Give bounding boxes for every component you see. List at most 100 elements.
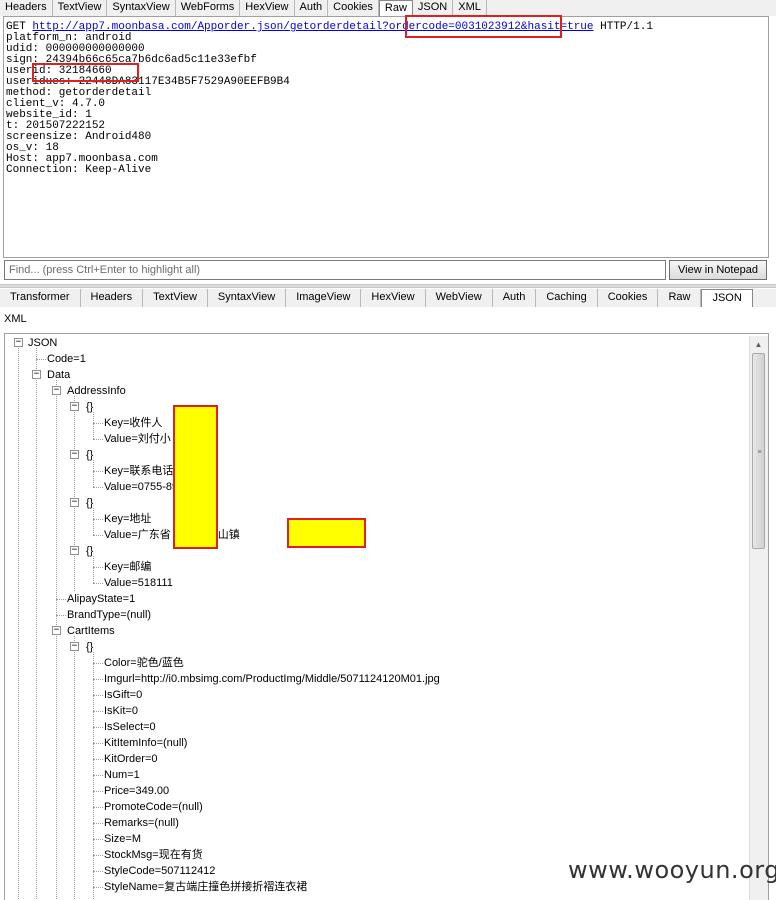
scroll-thumb[interactable]: ≡ bbox=[752, 353, 765, 549]
tree-guide-line bbox=[93, 471, 103, 472]
tree-guide-line bbox=[93, 855, 103, 856]
tree-guide-line bbox=[93, 519, 103, 520]
tree-node-value[interactable]: Value=刘付小 bbox=[104, 433, 171, 445]
tree-node-object[interactable]: {} bbox=[86, 545, 94, 557]
tree-guide-line bbox=[93, 412, 94, 439]
request-tab-headers[interactable]: Headers bbox=[0, 0, 53, 16]
collapse-icon[interactable]: − bbox=[70, 401, 79, 411]
tree-node-cart-field[interactable]: StyleName=复古端庄撞色拼接折褶连衣裙 bbox=[104, 881, 308, 893]
highlight-userid-box bbox=[32, 63, 139, 82]
tree-guide-line bbox=[93, 823, 103, 824]
find-input[interactable]: Find... (press Ctrl+Enter to highlight a… bbox=[4, 260, 666, 280]
collapse-icon[interactable]: − bbox=[70, 545, 79, 555]
tree-guide-line bbox=[93, 487, 103, 488]
request-header-line: method: getorderdetail bbox=[6, 87, 152, 99]
request-tab-json[interactable]: JSON bbox=[413, 0, 454, 16]
tree-guide-line bbox=[93, 556, 94, 583]
tree-guide-line bbox=[93, 663, 103, 664]
tree-node-cart-field[interactable]: KitItemInfo=(null) bbox=[104, 737, 188, 749]
tree-node-address-info[interactable]: AddressInfo bbox=[67, 385, 126, 397]
tree-node-cart-field[interactable]: Imgurl=http://i0.mbsimg.com/ProductImg/M… bbox=[104, 673, 440, 685]
highlight-ordercode-box bbox=[405, 15, 562, 38]
response-tab-auth[interactable]: Auth bbox=[493, 289, 537, 307]
tree-node-code[interactable]: Code=1 bbox=[47, 353, 86, 365]
tree-node-cart-field[interactable]: PromoteCode=(null) bbox=[104, 801, 203, 813]
tree-node-brand-type[interactable]: BrandType=(null) bbox=[67, 609, 152, 621]
collapse-icon[interactable]: − bbox=[70, 641, 79, 651]
tree-node-value[interactable]: Value=0755-89 bbox=[104, 481, 179, 493]
request-tab-cookies[interactable]: Cookies bbox=[328, 0, 379, 16]
collapse-icon[interactable]: − bbox=[14, 337, 23, 347]
request-tab-webforms[interactable]: WebForms bbox=[176, 0, 241, 16]
request-header-line: client_v: 4.7.0 bbox=[6, 98, 106, 110]
tree-guide-line bbox=[93, 871, 103, 872]
tree-guide-line bbox=[93, 775, 103, 776]
raw-request-pane[interactable]: GET http://app7.moonbasa.com/Apporder.js… bbox=[3, 15, 769, 258]
tree-node-cart-field[interactable]: IsGift=0 bbox=[104, 689, 143, 701]
request-url-link[interactable]: http://app7.moonbasa.com/Apporder.json/g… bbox=[32, 21, 594, 33]
tree-node-object[interactable]: {} bbox=[86, 641, 94, 653]
tree-node-cart-field[interactable]: IsSelect=0 bbox=[104, 721, 156, 733]
tree-node-cart-field[interactable]: StockMsg=现在有货 bbox=[104, 849, 203, 861]
tree-node-cart-field[interactable]: StyleCode=507112412 bbox=[104, 865, 216, 877]
tree-node-object[interactable]: {} bbox=[86, 401, 94, 413]
tree-node-cart-field[interactable]: Price=349.00 bbox=[104, 785, 170, 797]
request-tab-xml[interactable]: XML bbox=[453, 0, 487, 16]
tree-node-key[interactable]: Key=邮编 bbox=[104, 561, 152, 573]
tree-node-cart-field[interactable]: Remarks=(null) bbox=[104, 817, 179, 829]
request-tab-auth[interactable]: Auth bbox=[295, 0, 329, 16]
request-header-lines: platform_n: android udid: 00000000000000… bbox=[6, 32, 290, 176]
tree-node-value[interactable]: Value=518111 bbox=[104, 577, 173, 589]
response-tab-caching[interactable]: Caching bbox=[536, 289, 598, 307]
tree-vertical-scrollbar[interactable]: ▲ ≡ bbox=[749, 336, 768, 900]
response-tab-cookies[interactable]: Cookies bbox=[598, 289, 659, 307]
tree-node-data[interactable]: Data bbox=[47, 369, 71, 381]
response-tab-headers[interactable]: Headers bbox=[81, 289, 144, 307]
tree-node-json[interactable]: JSON bbox=[28, 337, 58, 349]
scroll-grip-icon: ≡ bbox=[757, 449, 762, 456]
request-method: GET bbox=[6, 21, 26, 33]
response-tab-raw[interactable]: Raw bbox=[658, 289, 702, 307]
tree-node-cart-field[interactable]: Size=M bbox=[104, 833, 141, 845]
tree-guide-line bbox=[93, 679, 103, 680]
scroll-up-arrow-icon[interactable]: ▲ bbox=[754, 340, 763, 349]
tree-node-key[interactable]: Key=联系电话 bbox=[104, 465, 174, 477]
request-tab-textview[interactable]: TextView bbox=[53, 0, 108, 16]
response-tab-syntaxview[interactable]: SyntaxView bbox=[208, 289, 287, 307]
tab-xml[interactable]: XML bbox=[4, 313, 27, 325]
tree-node-key[interactable]: Key=收件人 bbox=[104, 417, 163, 429]
tree-node-cart-field[interactable]: Num=1 bbox=[104, 769, 140, 781]
tree-node-object[interactable]: {} bbox=[86, 497, 94, 509]
collapse-icon[interactable]: − bbox=[70, 449, 79, 459]
request-header-line: t: 201507222152 bbox=[6, 120, 106, 132]
response-tab-json[interactable]: JSON bbox=[701, 289, 753, 307]
request-tab-hexview[interactable]: HexView bbox=[240, 0, 295, 16]
collapse-icon[interactable]: − bbox=[52, 385, 61, 395]
request-tab-raw[interactable]: Raw bbox=[378, 0, 413, 16]
tree-node-cart-field[interactable]: KitOrder=0 bbox=[104, 753, 158, 765]
response-tab-transformer[interactable]: Transformer bbox=[0, 289, 81, 307]
view-in-notepad-button[interactable]: View in Notepad bbox=[669, 260, 767, 280]
tree-node-alipay-state[interactable]: AlipayState=1 bbox=[67, 593, 136, 605]
collapse-icon[interactable]: − bbox=[70, 497, 79, 507]
pane-splitter[interactable] bbox=[0, 284, 776, 288]
tree-node-value[interactable]: Value=广东省 龙岗区坪山镇 bbox=[104, 529, 240, 541]
tree-guide-line bbox=[93, 839, 103, 840]
response-tab-textview[interactable]: TextView bbox=[143, 289, 208, 307]
tree-node-cart-field[interactable]: Color=驼色/蓝色 bbox=[104, 657, 184, 669]
request-protocol: HTTP/1.1 bbox=[600, 21, 653, 33]
tree-node-cart-field[interactable]: IsKit=0 bbox=[104, 705, 138, 717]
tree-node-key[interactable]: Key=地址 bbox=[104, 513, 152, 525]
request-tab-syntaxview[interactable]: SyntaxView bbox=[107, 0, 176, 16]
tree-guide-line bbox=[93, 695, 103, 696]
response-tab-hexview[interactable]: HexView bbox=[361, 289, 426, 307]
tree-node-cart-items[interactable]: CartItems bbox=[67, 625, 115, 637]
tree-node-object[interactable]: {} bbox=[86, 449, 94, 461]
collapse-icon[interactable]: − bbox=[52, 625, 61, 635]
collapse-icon[interactable]: − bbox=[32, 369, 41, 379]
response-tab-webview[interactable]: WebView bbox=[426, 289, 493, 307]
response-tab-imageview[interactable]: ImageView bbox=[286, 289, 362, 307]
